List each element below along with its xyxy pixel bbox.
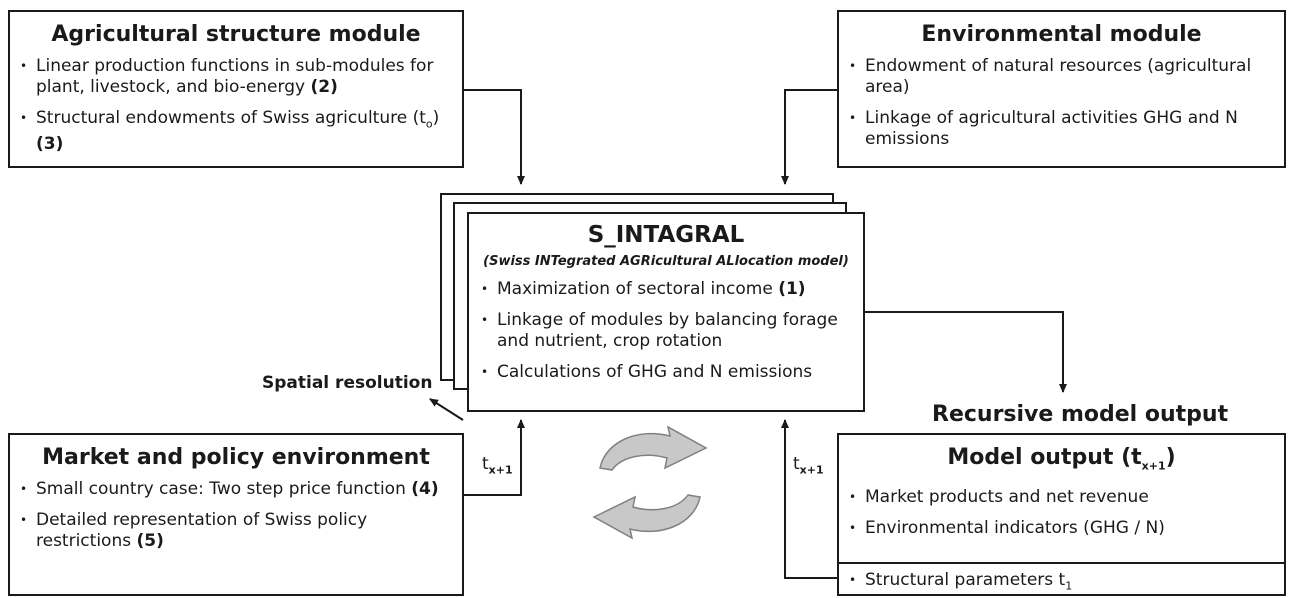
agri-item-2: Structural endowments of Swiss agricultu… [20, 108, 452, 155]
core-list: Maximization of sectoral income (1) Link… [481, 279, 851, 383]
cycle-arrows-icon [592, 425, 708, 540]
arrow-core-to-output [865, 311, 1067, 393]
market-list: Small country case: Two step price funct… [20, 479, 452, 552]
env-item-1: Endowment of natural resources (agricult… [849, 56, 1274, 98]
core-subtitle: (Swiss INTegrated AGRicultural ALlocatio… [483, 254, 849, 269]
output-title: Model output (tx+1) [947, 445, 1176, 473]
agricultural-structure-module-box: Agricultural structure module Linear pro… [8, 10, 464, 168]
core-item-3: Calculations of GHG and N emissions [481, 362, 851, 383]
output-list: Market products and net revenue Environm… [849, 487, 1274, 539]
arrow-env-to-core [781, 89, 837, 185]
agri-title: Agricultural structure module [51, 22, 421, 47]
env-list: Endowment of natural resources (agricult… [849, 56, 1274, 150]
agri-list: Linear production functions in sub-modul… [20, 56, 452, 155]
market-policy-environment-box: Market and policy environment Small coun… [8, 433, 464, 596]
arrow-market-to-core [464, 419, 525, 496]
core-title: S_INTAGRAL [587, 222, 745, 248]
env-item-2: Linkage of agricultural activities GHG a… [849, 108, 1274, 150]
market-item-2: Detailed representation of Swiss policy … [20, 510, 452, 552]
market-title: Market and policy environment [42, 445, 430, 470]
environmental-module-box: Environmental module Endowment of natura… [837, 10, 1286, 168]
t-x-plus-1-left-label: tx+1 [482, 454, 513, 477]
arrow-spatial [429, 398, 464, 421]
env-title: Environmental module [921, 22, 1202, 47]
agri-item-1: Linear production functions in sub-modul… [20, 56, 452, 98]
structural-parameters-item: Structural parameters t1 [849, 570, 1274, 596]
structural-parameters-row: Structural parameters t1 [839, 562, 1284, 596]
model-output-box: Model output (tx+1) Market products and … [837, 433, 1286, 596]
market-item-1: Small country case: Two step price funct… [20, 479, 452, 500]
arrow-output-to-core [781, 419, 837, 579]
arrow-agri-to-core [464, 89, 525, 185]
t-x-plus-1-right-label: tx+1 [793, 454, 824, 477]
core-item-2: Linkage of modules by balancing forage a… [481, 310, 851, 352]
output-item-2: Environmental indicators (GHG / N) [849, 518, 1274, 539]
s-intagral-model-box: S_INTAGRAL (Swiss INTegrated AGRicultura… [467, 212, 865, 412]
spatial-resolution-label: Spatial resolution [262, 373, 433, 393]
core-item-1: Maximization of sectoral income (1) [481, 279, 851, 300]
recursive-output-label: Recursive model output [932, 402, 1229, 427]
output-item-1: Market products and net revenue [849, 487, 1274, 508]
